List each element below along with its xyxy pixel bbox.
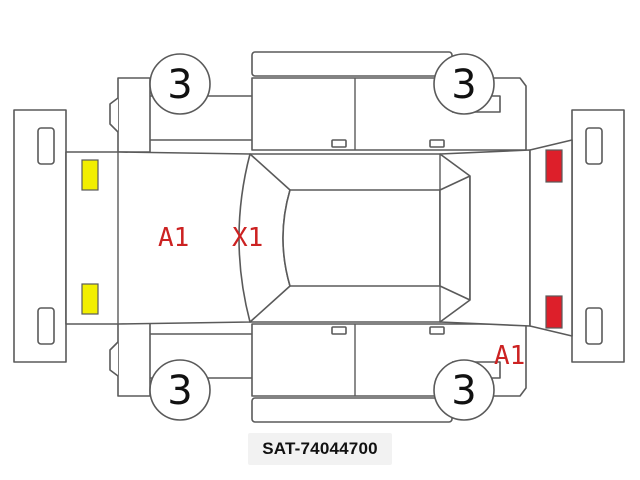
damage-code-hood: A1 bbox=[158, 223, 189, 253]
headlight-lower bbox=[81, 283, 99, 315]
tire-grade-rear-right: 3 bbox=[451, 368, 476, 414]
front-bumper bbox=[13, 109, 67, 363]
rear-bumper bbox=[571, 109, 625, 363]
damage-code-rear-quarter: A1 bbox=[494, 341, 525, 371]
wheel-front-left: 3 bbox=[149, 53, 211, 115]
tire-grade-rear-left: 3 bbox=[167, 368, 192, 414]
wheel-rear-left: 3 bbox=[149, 359, 211, 421]
wheel-rear-right: 3 bbox=[433, 359, 495, 421]
taillight-upper bbox=[545, 149, 563, 183]
top-view-body bbox=[65, 139, 573, 337]
taillight-lower bbox=[545, 295, 563, 329]
tire-grade-front-left: 3 bbox=[167, 62, 192, 108]
tire-grade-front-right: 3 bbox=[451, 62, 476, 108]
wheel-front-right: 3 bbox=[433, 53, 495, 115]
stock-number-label: SAT-74044700 bbox=[248, 433, 392, 465]
damage-code-windshield: X1 bbox=[232, 223, 263, 253]
headlight-upper bbox=[81, 159, 99, 191]
